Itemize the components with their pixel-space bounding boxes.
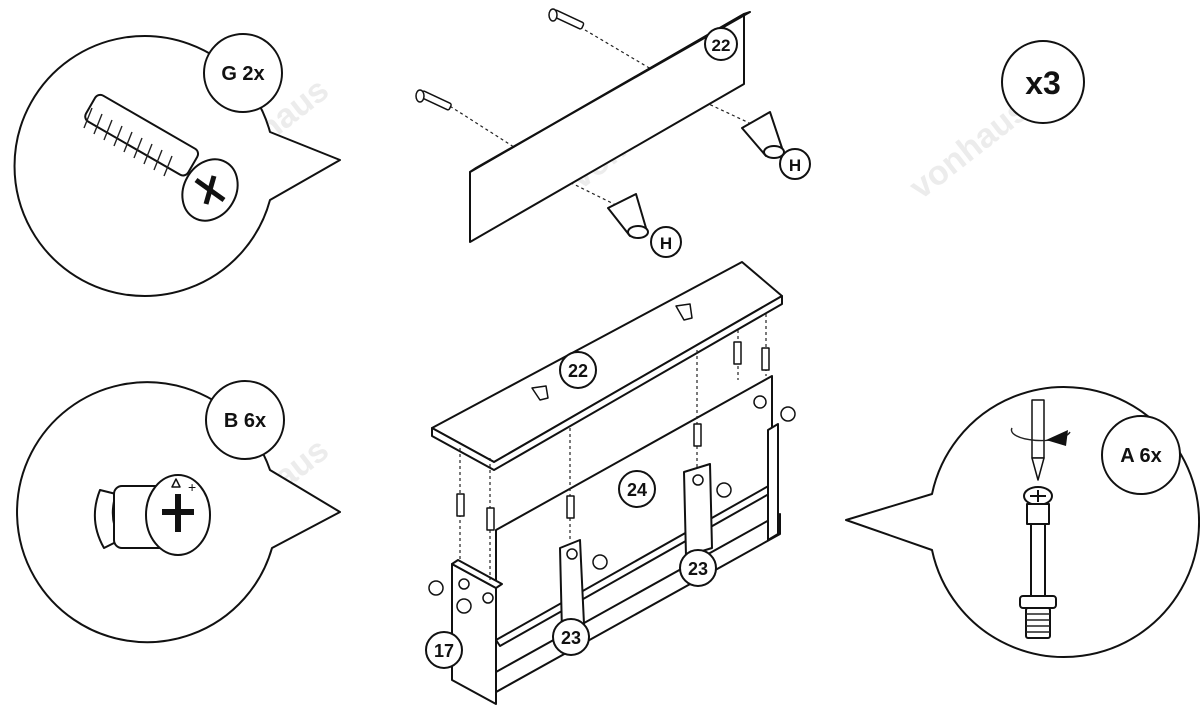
cam-lock-icon [428, 395, 796, 614]
part-label: 22 [568, 361, 588, 381]
divider-right [683, 463, 713, 557]
part-label: 17 [434, 641, 454, 661]
callout-cam-bolt: A 6x [845, 386, 1200, 658]
knob-icon [741, 111, 785, 159]
part-label: H [789, 156, 801, 175]
part-label: 22 [712, 36, 731, 55]
screw-icon [548, 8, 585, 30]
part-label: H [660, 234, 672, 253]
part-label: 24 [627, 480, 647, 500]
part-label: 23 [561, 628, 581, 648]
cam-bolt-icon [456, 341, 770, 531]
repeat-label: x3 [1025, 65, 1061, 101]
part-label: 23 [688, 559, 708, 579]
screw-icon [83, 93, 239, 222]
drawer-box-assembly: 22 24 23 23 17 [425, 261, 796, 705]
callout-label: G 2x [221, 63, 264, 85]
callout-label-circle [1101, 415, 1181, 495]
front-panel-assembly: 22 H H [415, 8, 811, 258]
callout-label: A 6x [1120, 445, 1162, 467]
svg-text:+: + [188, 479, 196, 495]
repeat-badge: x3 [1001, 40, 1085, 124]
callout-label: B 6x [224, 410, 266, 432]
callout-cam-lock: + B 6x [16, 380, 341, 644]
knob-icon [607, 193, 649, 239]
cam-lock-icon: + [93, 474, 211, 556]
front-panel [469, 13, 745, 243]
screw-icon [415, 89, 452, 111]
callout-label-circle [205, 380, 285, 460]
callout-screw: G 2x [13, 33, 341, 297]
callout-label-circle [203, 33, 283, 113]
cam-bolt-icon [1010, 399, 1071, 639]
